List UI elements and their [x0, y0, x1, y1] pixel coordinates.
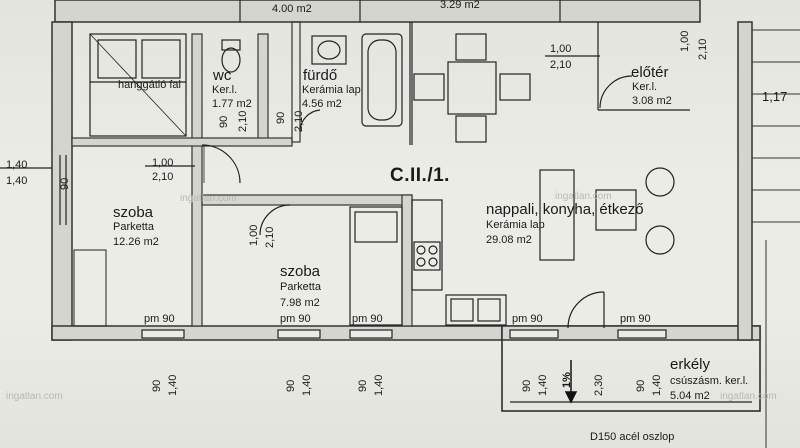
dim-door1-h: 2,10 [152, 171, 174, 183]
room-szoba1-name: szoba [113, 204, 154, 221]
dim-bottom-140: 1,40 [301, 374, 313, 396]
room-wc-area: 1.77 m2 [212, 98, 252, 110]
dim-furdo-210: 2,10 [293, 110, 305, 132]
dim-bottom-90: 90 [635, 379, 647, 392]
dim-bottom-140: 1,40 [651, 374, 663, 396]
room-nappali-name: nappali, konyha, étkező [486, 201, 644, 218]
wardrobe-szoba1 [73, 249, 107, 327]
dim-furdo-90: 90 [275, 111, 287, 124]
room-nappali-area: 29.08 m2 [486, 234, 532, 246]
dim-szoba2-100: 1,00 [248, 224, 260, 246]
bed-szoba2 [349, 206, 403, 326]
dim-bottom-140: 1,40 [167, 374, 179, 396]
dim-entry-h: 2,10 [550, 59, 572, 71]
room-wc-floor: Ker.l. [212, 84, 238, 96]
dining-table [447, 61, 497, 115]
dim-left-h: 1,40 [6, 175, 28, 187]
wall-szoba1 [191, 33, 203, 327]
dim-szoba2-210: 2,10 [264, 226, 276, 248]
watermark: ingatlan.com [720, 391, 777, 402]
pm-label: pm 90 [352, 313, 383, 325]
dim-bottom-90: 90 [521, 379, 533, 392]
staircase [752, 29, 800, 448]
toilet [221, 47, 241, 73]
note-hanggatlo: hanggátló fal [118, 79, 181, 91]
dim-left-w: 1,40 [6, 159, 28, 171]
room-erkely-name: erkély [670, 356, 711, 373]
area-top-right: 3.29 m2 [440, 0, 480, 11]
room-erkely-floor: csúszásm. ker.l. [670, 375, 749, 387]
dim-bottom-90: 90 [151, 379, 163, 392]
top-wall [54, 0, 701, 23]
room-szoba1-floor: Parketta [113, 221, 154, 233]
bottom-wall [51, 325, 503, 341]
dim-bottom-230: 2,30 [593, 374, 605, 396]
room-wc-name: wc [213, 67, 232, 84]
room-szoba2-name: szoba [280, 263, 321, 280]
pm-label: pm 90 [144, 313, 175, 325]
room-szoba1-area: 12.26 m2 [113, 236, 159, 248]
dim-bottom-90: 90 [285, 379, 297, 392]
dim-bottom-90: 90 [357, 379, 369, 392]
washbasin [311, 35, 347, 65]
room-eloter-name: előtér [631, 64, 669, 81]
dim-wc-210: 2,10 [237, 110, 249, 132]
room-eloter-floor: Ker.l. [632, 81, 658, 93]
note-column: D150 acél oszlop [590, 431, 675, 443]
watermark: ingatlan.com [180, 193, 237, 204]
watermark: ingatlan.com [555, 191, 612, 202]
bathtub [361, 33, 403, 127]
room-eloter-area: 3.08 m2 [632, 95, 672, 107]
room-furdo-area: 4.56 m2 [302, 98, 342, 110]
dim-eloter-100: 1,00 [679, 30, 691, 52]
bar-counter [539, 169, 575, 261]
wall-szoba2-right [401, 194, 413, 327]
dim-bottom-140: 1,40 [373, 374, 385, 396]
kitchen-counter [411, 199, 443, 291]
stool [645, 167, 675, 197]
stair-level: 1,17 [762, 89, 788, 104]
pm-label: pm 90 [512, 313, 543, 325]
dim-left-90: 90 [59, 177, 71, 190]
dim-door1-w: 1,00 [152, 157, 174, 169]
unit-title: C.II./1. [390, 165, 450, 186]
room-szoba2-floor: Parketta [280, 281, 321, 293]
room-erkely-area: 5.04 m2 [670, 390, 710, 402]
slope-label: 1% [561, 372, 573, 388]
room-furdo-name: fürdő [303, 67, 338, 84]
dim-bottom-140: 1,40 [537, 374, 549, 396]
room-furdo-floor: Kerámia lap [302, 84, 361, 96]
bed-szoba1 [89, 33, 187, 137]
room-nappali-floor: Kerámia lap [486, 219, 545, 231]
dim-entry-w: 1,00 [550, 43, 572, 55]
area-top-left: 4.00 m2 [272, 3, 312, 15]
dim-wc-90: 90 [218, 115, 230, 128]
pm-label: pm 90 [620, 313, 651, 325]
pm-label: pm 90 [280, 313, 311, 325]
watermark: ingatlan.com [6, 391, 63, 402]
room-szoba2-area: 7.98 m2 [280, 297, 320, 309]
right-wall [737, 21, 753, 341]
kitchen-sink [445, 294, 507, 326]
wall-wc-furdo [257, 33, 269, 145]
dim-eloter-210: 2,10 [697, 38, 709, 60]
